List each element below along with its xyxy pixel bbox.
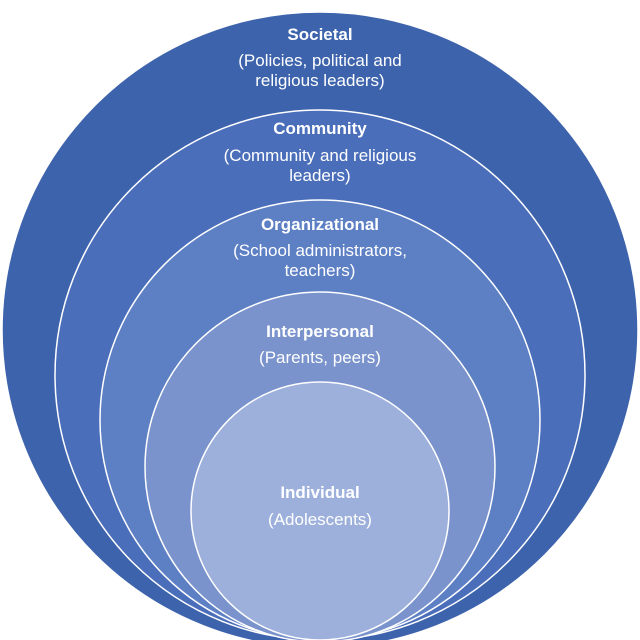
individual-circle [190,381,450,640]
organizational-title: Organizational [260,215,380,234]
community-description-line1: (Community and religious [223,146,417,165]
societal-description-line2: religious leaders) [255,71,385,90]
societal-title: Societal [287,25,353,44]
community-title: Community [273,119,367,138]
interpersonal-description: (Parents, peers) [259,348,381,367]
individual-title: Individual [280,483,360,502]
societal-description-line1: (Policies, political and [238,51,402,70]
individual-description: (Adolescents) [268,510,372,529]
organizational-description-line1: (School administrators, [233,241,407,260]
organizational-description-line2: teachers) [284,261,356,280]
community-description-line2: leaders) [289,166,351,185]
interpersonal-title: Interpersonal [266,322,374,341]
